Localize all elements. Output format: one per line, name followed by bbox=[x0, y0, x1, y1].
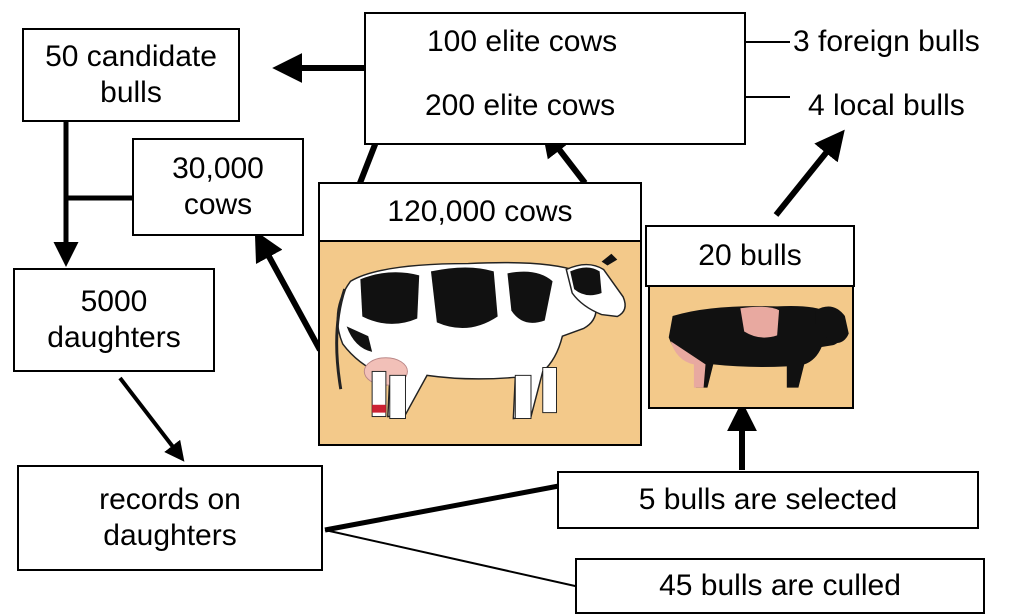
cows-120000-box: 120,000 cows bbox=[318, 182, 642, 242]
culled-bulls-label: 45 bulls are culled bbox=[659, 568, 901, 604]
daughters-5000-line2: daughters bbox=[47, 320, 180, 356]
candidate-bulls-box: 50 candidate bulls bbox=[22, 28, 240, 122]
arrow-records-to-culled bbox=[325, 530, 593, 590]
arrow-20bulls-to-local bbox=[776, 138, 838, 215]
arrow-daughters-to-records bbox=[120, 378, 180, 456]
selected-bulls-box: 5 bulls are selected bbox=[557, 471, 979, 529]
arrow-120k-to-30k bbox=[260, 240, 320, 350]
holstein-cow-icon bbox=[320, 242, 640, 444]
cows-30000-box: 30,000 cows bbox=[132, 138, 304, 236]
cow-photo bbox=[318, 240, 642, 446]
local-bulls-label: 4 local bulls bbox=[808, 88, 965, 124]
records-line1: records on bbox=[99, 482, 241, 518]
culled-bulls-box: 45 bulls are culled bbox=[575, 558, 985, 614]
records-line2: daughters bbox=[103, 518, 236, 554]
records-box: records on daughters bbox=[17, 465, 323, 571]
cows-120000-label: 120,000 cows bbox=[387, 194, 572, 230]
cows-30000-line1: 30,000 bbox=[172, 151, 264, 187]
elite-cows-200-label: 200 elite cows bbox=[425, 88, 615, 124]
daughters-5000-box: 5000 daughters bbox=[13, 268, 215, 372]
daughters-5000-line1: 5000 bbox=[81, 284, 148, 320]
elite-cows-100-label: 100 elite cows bbox=[427, 24, 617, 60]
foreign-bulls-label: 3 foreign bulls bbox=[793, 24, 980, 60]
holstein-bull-icon bbox=[650, 287, 852, 407]
candidate-bulls-line2: bulls bbox=[100, 75, 162, 111]
bulls-20-box: 20 bulls bbox=[645, 225, 855, 287]
selected-bulls-label: 5 bulls are selected bbox=[639, 482, 898, 518]
candidate-bulls-line1: 50 candidate bbox=[45, 39, 217, 75]
cows-30000-line2: cows bbox=[184, 187, 252, 223]
arrow-records-to-selected bbox=[325, 482, 580, 530]
bull-photo bbox=[648, 285, 854, 409]
bulls-20-label: 20 bulls bbox=[698, 238, 801, 274]
